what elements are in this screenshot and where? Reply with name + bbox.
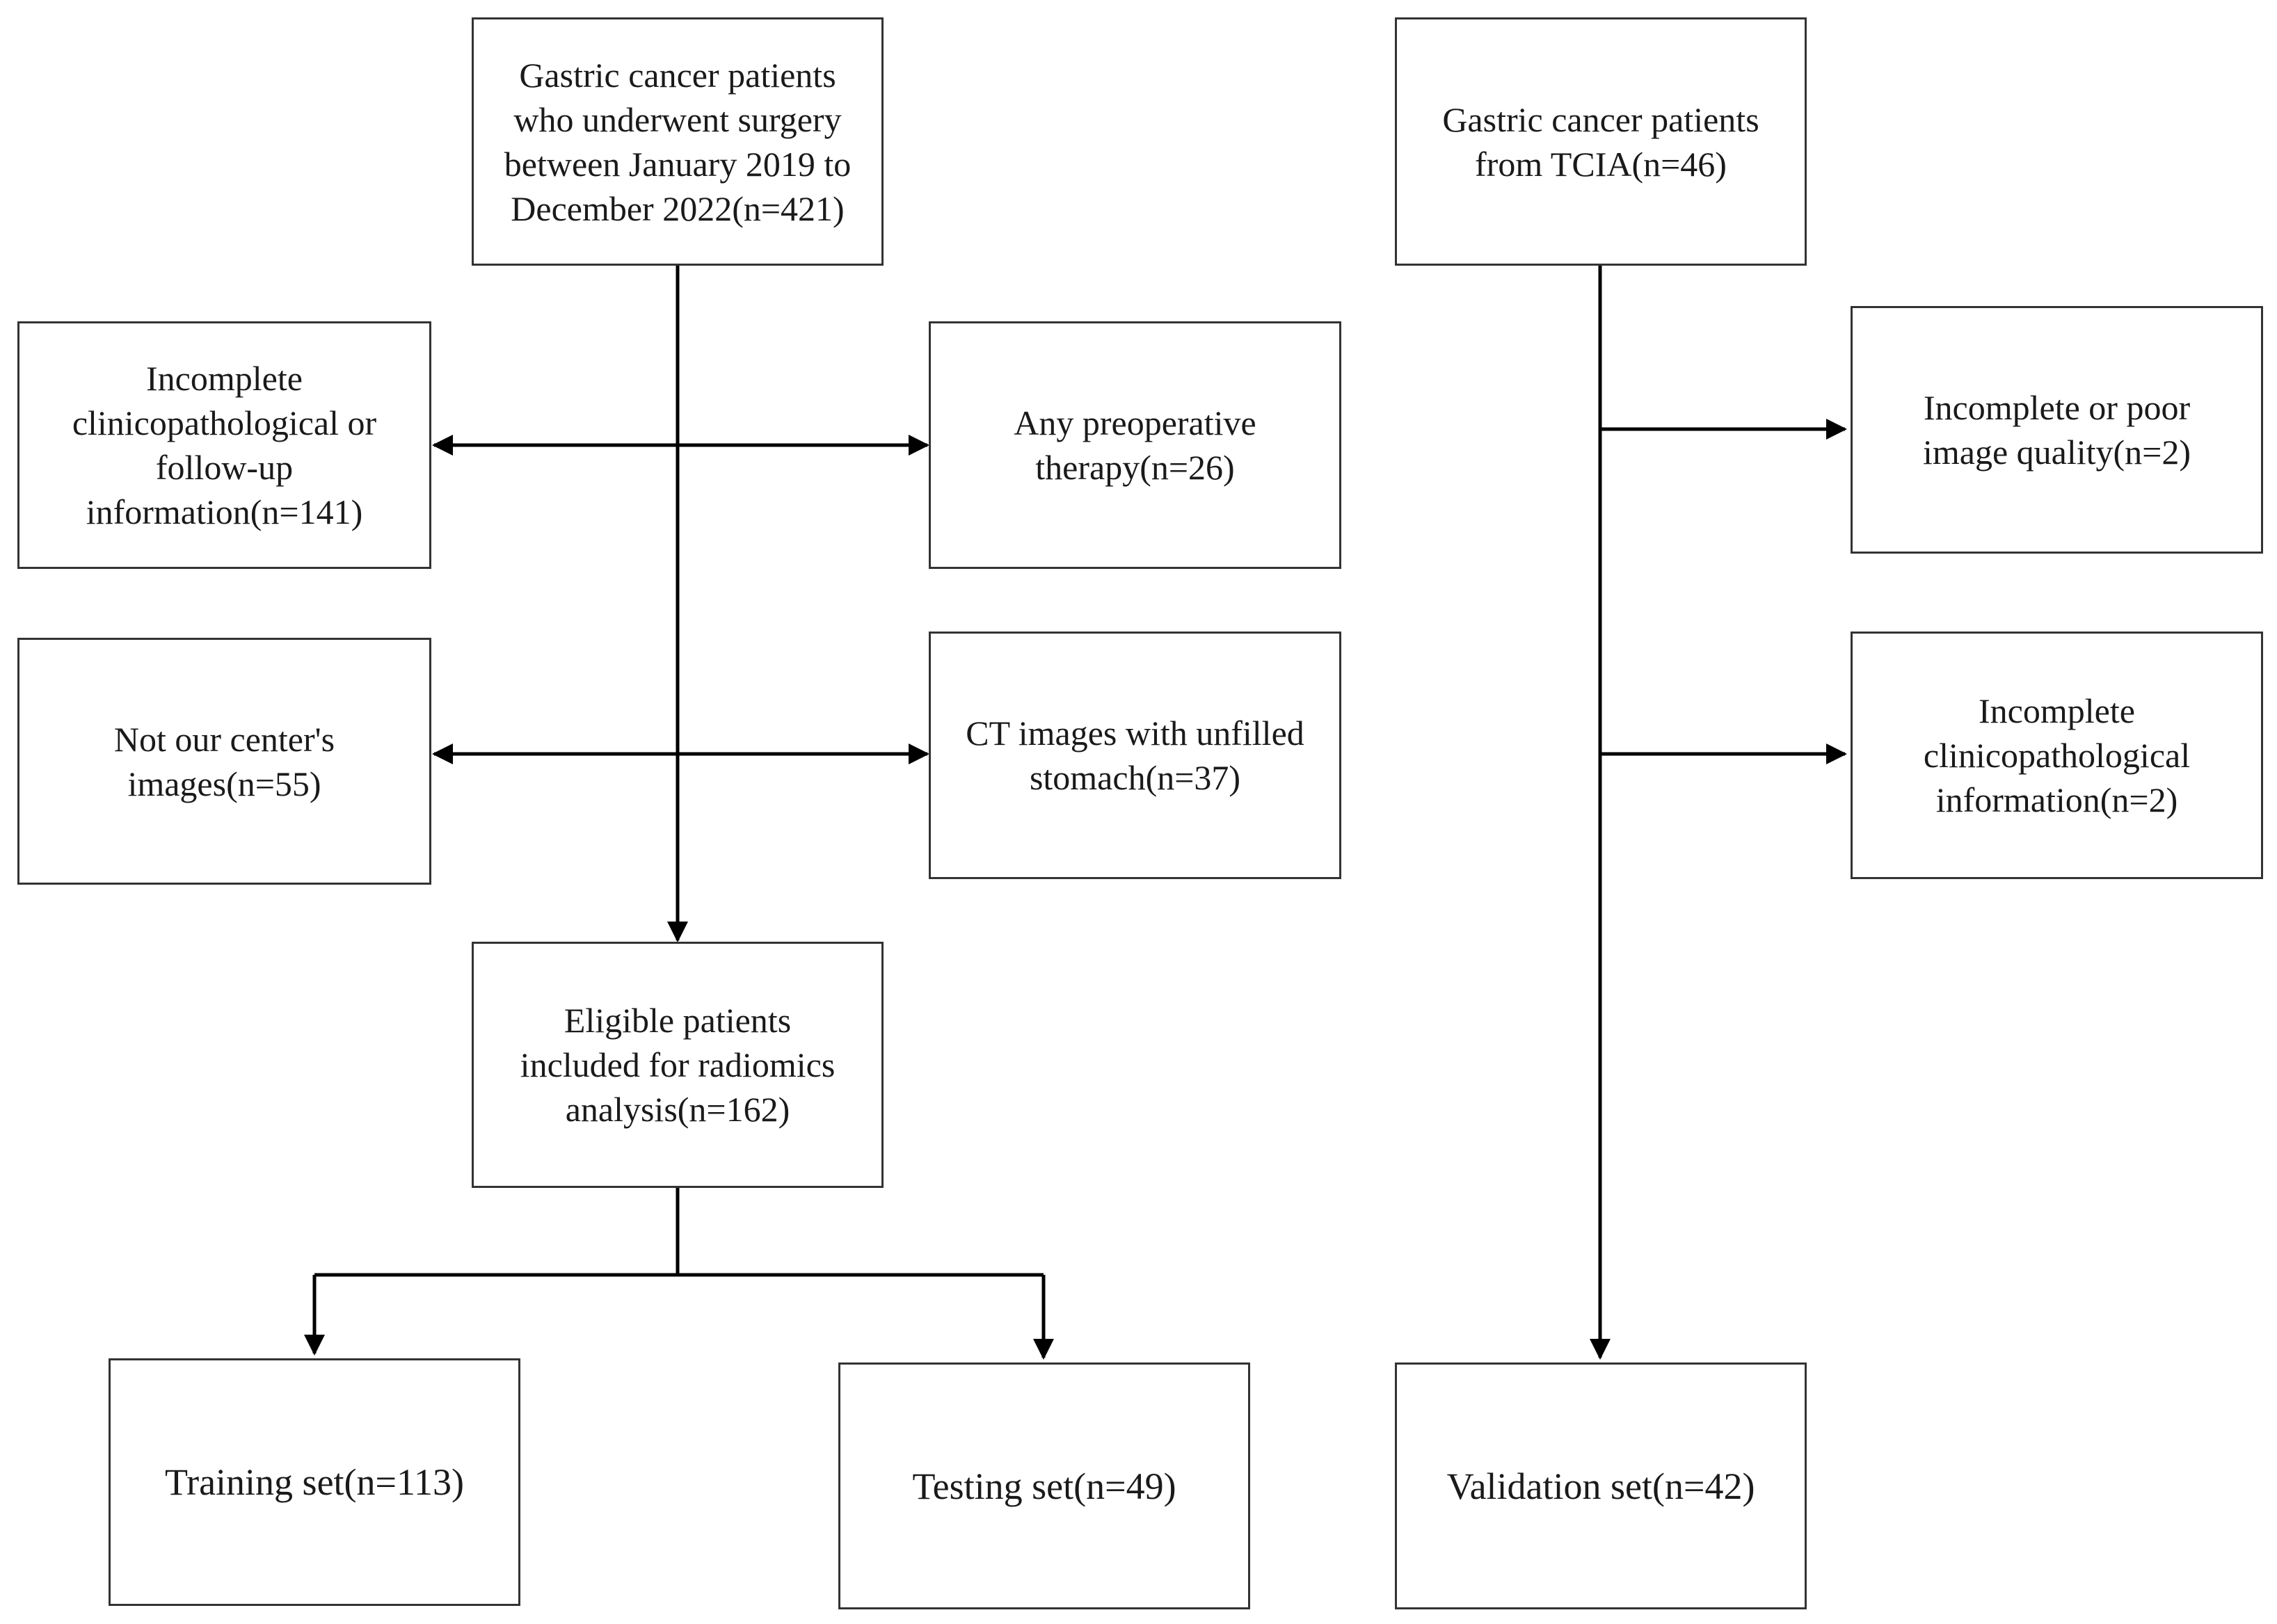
- node-source-main-text: Gastric cancer patients who underwent su…: [504, 55, 852, 228]
- node-validation-set: Validation set(n=42): [1395, 1362, 1807, 1609]
- node-training-set: Training set(n=113): [109, 1358, 520, 1606]
- node-exclusion-incomplete-followup: Incomplete clinicopathological or follow…: [17, 321, 431, 569]
- node-exclusion-not-center-text: Not our center's images(n=55): [113, 719, 335, 803]
- node-validation-set-text: Validation set(n=42): [1446, 1465, 1755, 1507]
- node-exclusion-poor-image: Incomplete or poor image quality(n=2): [1851, 306, 2263, 554]
- node-exclusion-incomplete-followup-text: Incomplete clinicopathological or follow…: [72, 359, 377, 531]
- node-source-tcia-text: Gastric cancer patients from TCIA(n=46): [1442, 99, 1759, 184]
- node-exclusion-preoperative: Any preoperative therapy(n=26): [929, 321, 1341, 569]
- node-exclusion-not-center: Not our center's images(n=55): [17, 638, 431, 885]
- node-testing-set: Testing set(n=49): [838, 1362, 1250, 1609]
- node-exclusion-poor-image-text: Incomplete or poor image quality(n=2): [1922, 388, 2191, 472]
- node-source-tcia: Gastric cancer patients from TCIA(n=46): [1395, 17, 1807, 266]
- node-exclusion-incomplete-clin-text: Incomplete clinicopathological informati…: [1923, 691, 2191, 819]
- node-exclusion-unfilled-text: CT images with unfilled stomach(n=37): [966, 714, 1304, 797]
- node-source-main: Gastric cancer patients who underwent su…: [472, 17, 884, 266]
- node-exclusion-unfilled: CT images with unfilled stomach(n=37): [929, 632, 1341, 879]
- node-testing-set-text: Testing set(n=49): [912, 1465, 1176, 1507]
- node-training-set-text: Training set(n=113): [165, 1461, 464, 1503]
- node-eligible-text: Eligible patients included for radiomics…: [520, 1001, 836, 1129]
- node-exclusion-preoperative-text: Any preoperative therapy(n=26): [1014, 403, 1256, 487]
- node-eligible: Eligible patients included for radiomics…: [472, 942, 884, 1188]
- node-exclusion-incomplete-clin: Incomplete clinicopathological informati…: [1851, 632, 2263, 879]
